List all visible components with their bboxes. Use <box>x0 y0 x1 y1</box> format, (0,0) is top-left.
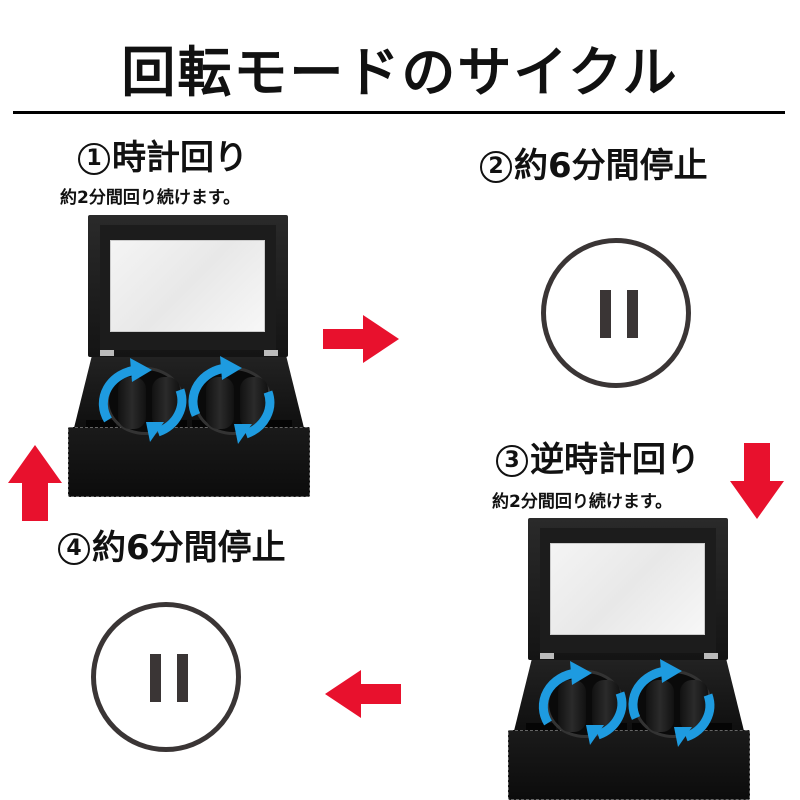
red-arrow-right-icon <box>323 315 399 363</box>
step-3-label: 逆時計回り <box>530 440 700 480</box>
red-arrow-down-icon <box>730 443 784 519</box>
blue-rotation-arrow-icon <box>538 659 715 747</box>
red-arrow-left-icon <box>325 670 401 718</box>
box-glass-window <box>110 240 265 332</box>
pause-circle-icon <box>541 238 691 388</box>
step-4-label: 約6分間停止 <box>92 528 286 568</box>
step-1-subtitle: 約2分間回り続けます。 <box>60 188 241 208</box>
box-lid <box>528 518 728 660</box>
watch-winder-box-clockwise <box>68 215 313 500</box>
step-1-label: 時計回り <box>112 138 248 178</box>
step-3-number: 3 <box>496 445 528 477</box>
blue-rotation-arrow-icon <box>98 356 275 444</box>
title-divider <box>13 111 785 114</box>
box-lid <box>88 215 288 357</box>
box-front <box>508 730 750 800</box>
watch-winder-box-counterclockwise <box>508 518 753 800</box>
step-4-number: 4 <box>58 533 90 565</box>
step-3-subtitle: 約2分間回り続けます。 <box>492 492 673 512</box>
step-2-number: 2 <box>480 151 512 183</box>
red-arrow-up-icon <box>8 445 62 521</box>
step-1-number: 1 <box>78 143 110 175</box>
box-glass-window <box>550 543 705 635</box>
page-title: 回転モードのサイクル <box>121 41 679 104</box>
step-2-label: 約6分間停止 <box>514 146 708 186</box>
box-front <box>68 427 310 497</box>
pause-circle-icon <box>91 602 241 752</box>
